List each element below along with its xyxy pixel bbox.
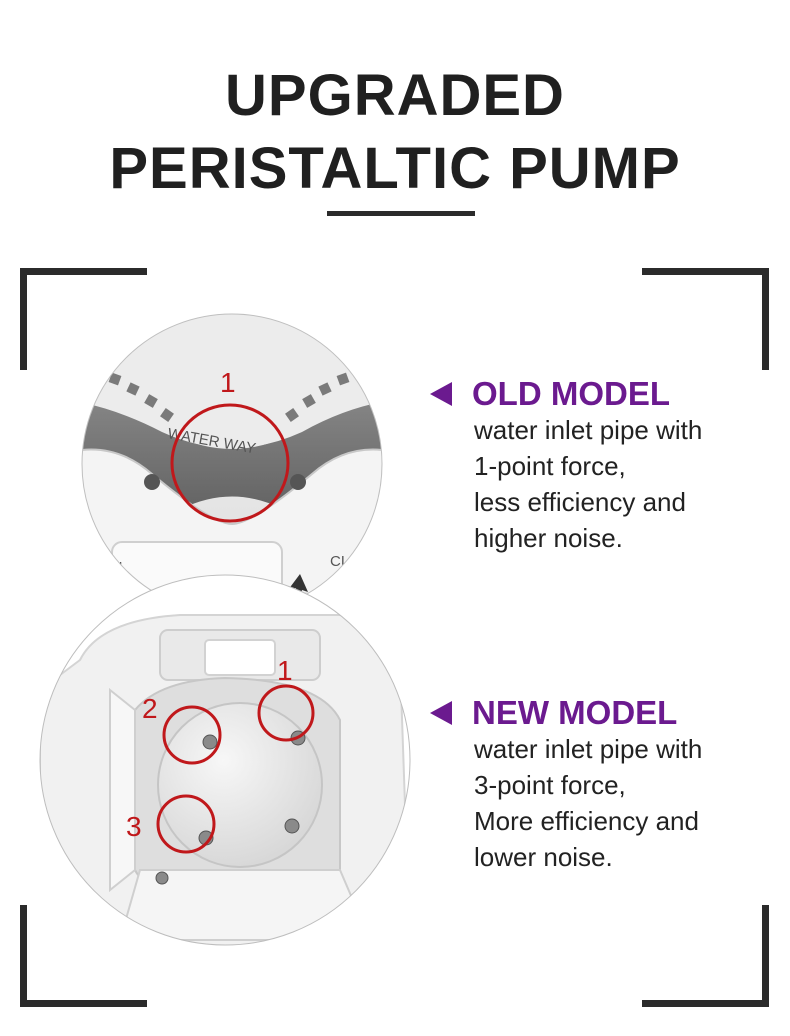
old-model-force-marker-circle [170, 403, 290, 523]
new-model-description-line: 3-point force, [474, 770, 626, 800]
title-underline [327, 211, 475, 216]
old-model-heading-text: OLD MODEL [472, 375, 670, 412]
old-model-description-line: 1-point force, [474, 451, 626, 481]
new-model-force-marker-circle-2 [162, 705, 222, 765]
frame-corner-top-left [20, 268, 147, 370]
new-model-pump-photo: 1 2 3 [39, 574, 411, 946]
frame-corner-bottom-right [642, 905, 769, 1007]
new-model-description-line: More efficiency and [474, 806, 699, 836]
new-model-force-marker-circle-3 [156, 794, 216, 854]
frame-corner-bottom-left [20, 905, 147, 1007]
new-model-description-line: water inlet pipe with [474, 734, 703, 764]
new-model-marker-number-3: 3 [126, 811, 142, 842]
new-model-marker-number-1: 1 [277, 655, 293, 686]
new-model-force-marker-circle-1 [257, 684, 315, 742]
triangle-left-icon [430, 382, 452, 406]
triangle-left-icon [430, 701, 452, 725]
frame-corner-top-right [642, 268, 769, 370]
page-title-line-1: UPGRADED [225, 63, 565, 128]
old-model-description-line: water inlet pipe with [474, 415, 703, 445]
old-model-description-line: less efficiency and [474, 487, 686, 517]
old-model-description-line: higher noise. [474, 523, 623, 553]
new-model-heading-text: NEW MODEL [472, 694, 678, 731]
new-model-description-line: lower noise. [474, 842, 613, 872]
old-model-marker-number: 1 [220, 367, 236, 398]
old-model-heading: OLD MODEL [430, 377, 670, 411]
new-model-heading: NEW MODEL [430, 696, 677, 730]
new-model-description: water inlet pipe with 3-point force, Mor… [474, 731, 702, 875]
page-title-line-2: PERISTALTIC PUMP [109, 136, 681, 201]
new-model-marker-number-2: 2 [142, 693, 158, 724]
old-model-description: water inlet pipe with 1-point force, les… [474, 412, 702, 556]
